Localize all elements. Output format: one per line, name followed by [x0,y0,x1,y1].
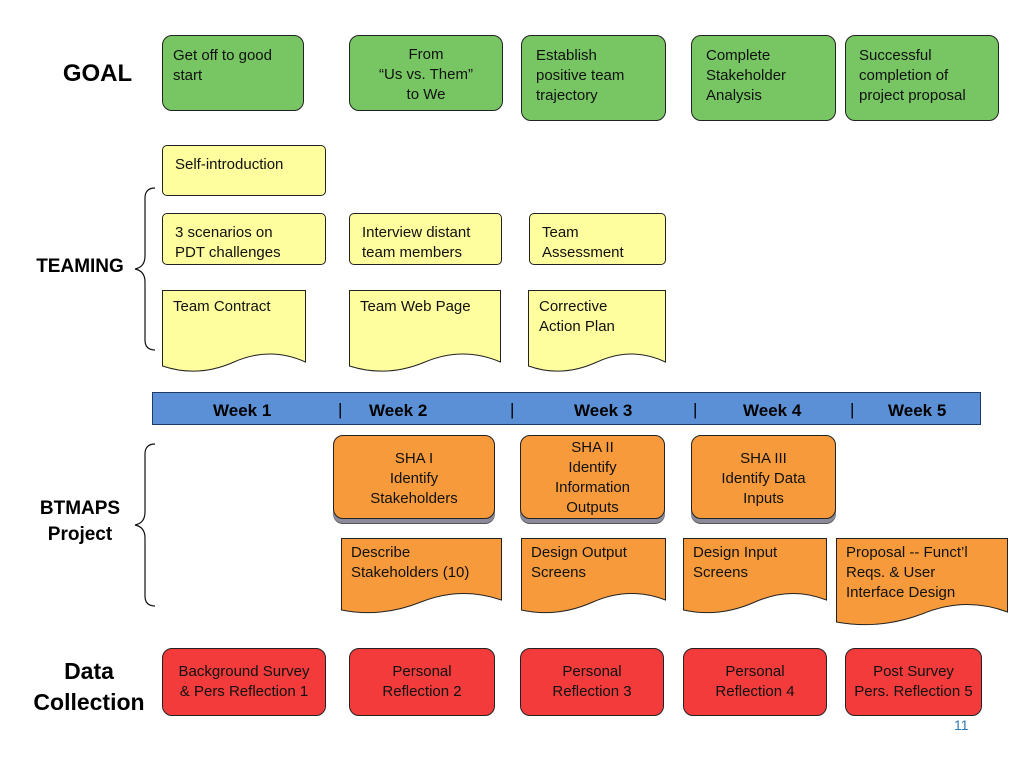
data-3-line2: Reflection 3 [552,683,632,700]
data-box-2: Personal Reflection 2 [349,648,495,716]
teaming-corrective-action: Corrective Action Plan [528,290,666,376]
sha-3-line1: SHA III [740,450,787,467]
data-5-line1: Post Survey [873,663,954,680]
goal-box-5: Successful completion of project proposa… [845,35,999,121]
data-box-5: Post Survey Pers. Reflection 5 [845,648,982,716]
goal-row-label: GOAL [62,60,133,87]
goal-3-line1: Establish [536,47,597,64]
goal-4-line1: Complete [706,47,771,64]
data-4-line2: Reflection 4 [715,683,795,700]
data-label-line1: Data [64,658,114,684]
goal-box-2: From “Us vs. Them” to We [349,35,503,111]
sha-2-line4: Outputs [566,499,619,516]
btmaps-label-line2: Project [47,524,113,545]
goal-5-line1: Successful [859,47,932,64]
scenarios-line1: 3 scenarios on [175,224,273,241]
week-1-label: Week 1 [213,401,272,420]
web-page-text: Team Web Page [360,298,471,315]
sha-2-line3: Information [554,479,631,496]
week-separator-4: | [850,400,855,419]
sha-1-line3: Stakeholders [370,490,458,507]
proposal-line2: Reqs. & User [846,564,936,581]
goal-box-4: Complete Stakeholder Analysis [691,35,836,121]
goal-4-line2: Stakeholder [706,67,787,84]
sha-2-box: SHA II Identify Information Outputs [520,435,665,519]
goal-2-line1: From [408,46,444,63]
week-4-label: Week 4 [743,401,802,420]
data-collection-row-label: Data Collection [22,656,156,718]
goal-3-line3: trajectory [536,87,598,104]
goal-1-line1: Get off to good [173,47,272,64]
sha-3-line2: Identify Data [721,470,806,487]
sha-3-line3: Inputs [743,490,784,507]
goal-1-line2: start [173,67,203,84]
week-separator-1: | [338,400,343,419]
output-line2: Screens [531,564,587,581]
goal-box-1: Get off to good start [162,35,304,111]
data-label-line2: Collection [33,689,145,715]
corrective-line1: Corrective [539,298,608,315]
output-line1: Design Output [531,544,627,561]
sha-1-line1: SHA I [394,450,434,467]
goal-5-line3: project proposal [859,87,966,104]
corrective-line2: Action Plan [539,318,615,335]
btmaps-brace [134,443,156,607]
teaming-scenarios: 3 scenarios on PDT challenges [162,213,326,265]
input-line2: Screens [693,564,749,581]
teaming-row-label: TEAMING [36,256,124,277]
describe-line2: Stakeholders (10) [351,564,470,581]
week-separator-2: | [510,400,515,419]
teaming-self-introduction: Self-introduction [162,145,326,196]
goal-2-line2: “Us vs. Them” [379,66,473,83]
sha-3-box: SHA III Identify Data Inputs [691,435,836,519]
goal-5-line2: completion of [859,67,949,84]
assessment-line1: Team [542,224,579,241]
week-2-label: Week 2 [369,401,428,420]
goal-box-3: Establish positive team trajectory [521,35,666,121]
data-3-line1: Personal [562,663,622,680]
interview-line1: Interview distant [362,224,471,241]
proposal-line1: Proposal -- Funct’l [846,544,968,561]
sha-2-line1: SHA II [571,439,614,456]
data-4-line1: Personal [725,663,785,680]
teaming-web-page: Team Web Page [349,290,501,376]
btmaps-label-line1: BTMAPS [39,498,121,519]
describe-line1: Describe [351,544,411,561]
teaming-contract: Team Contract [162,290,306,376]
page-number: 11 [954,717,969,733]
deliverable-describe-stakeholders: Describe Stakeholders (10) [341,538,502,618]
deliverable-design-output: Design Output Screens [521,538,666,618]
scenarios-line2: PDT challenges [175,244,281,261]
self-intro-text: Self-introduction [175,156,284,173]
data-2-line2: Reflection 2 [382,683,462,700]
week-timeline-bar: Week 1 | Week 2 | Week 3 | Week 4 | Week… [152,392,981,425]
teaming-brace [134,187,156,351]
goal-4-line3: Analysis [706,87,762,104]
sha-1-box: SHA I Identify Stakeholders [333,435,495,519]
data-box-4: Personal Reflection 4 [683,648,827,716]
week-5-label: Week 5 [888,401,947,420]
input-line1: Design Input [693,544,778,561]
week-3-label: Week 3 [574,401,633,420]
data-1-line1: Background Survey [178,663,310,680]
data-box-1: Background Survey & Pers Reflection 1 [162,648,326,716]
btmaps-row-label: BTMAPS Project [30,496,130,548]
sha-1-line2: Identify [389,470,439,487]
teaming-interview: Interview distant team members [349,213,502,265]
deliverable-design-input: Design Input Screens [683,538,827,618]
interview-line2: team members [362,244,463,261]
teaming-assessment: Team Assessment [529,213,666,265]
data-2-line1: Personal [392,663,452,680]
data-1-line2: & Pers Reflection 1 [179,683,309,700]
week-separator-3: | [693,400,698,419]
goal-2-line3: to We [406,86,446,103]
contract-text: Team Contract [173,298,271,315]
data-box-3: Personal Reflection 3 [520,648,664,716]
proposal-line3: Interface Design [846,584,956,601]
data-5-line2: Pers. Reflection 5 [854,683,973,700]
assessment-line2: Assessment [542,244,624,261]
deliverable-proposal: Proposal -- Funct’l Reqs. & User Interfa… [836,538,1008,630]
goal-3-line2: positive team [536,67,625,84]
sha-2-line2: Identify [568,459,617,476]
